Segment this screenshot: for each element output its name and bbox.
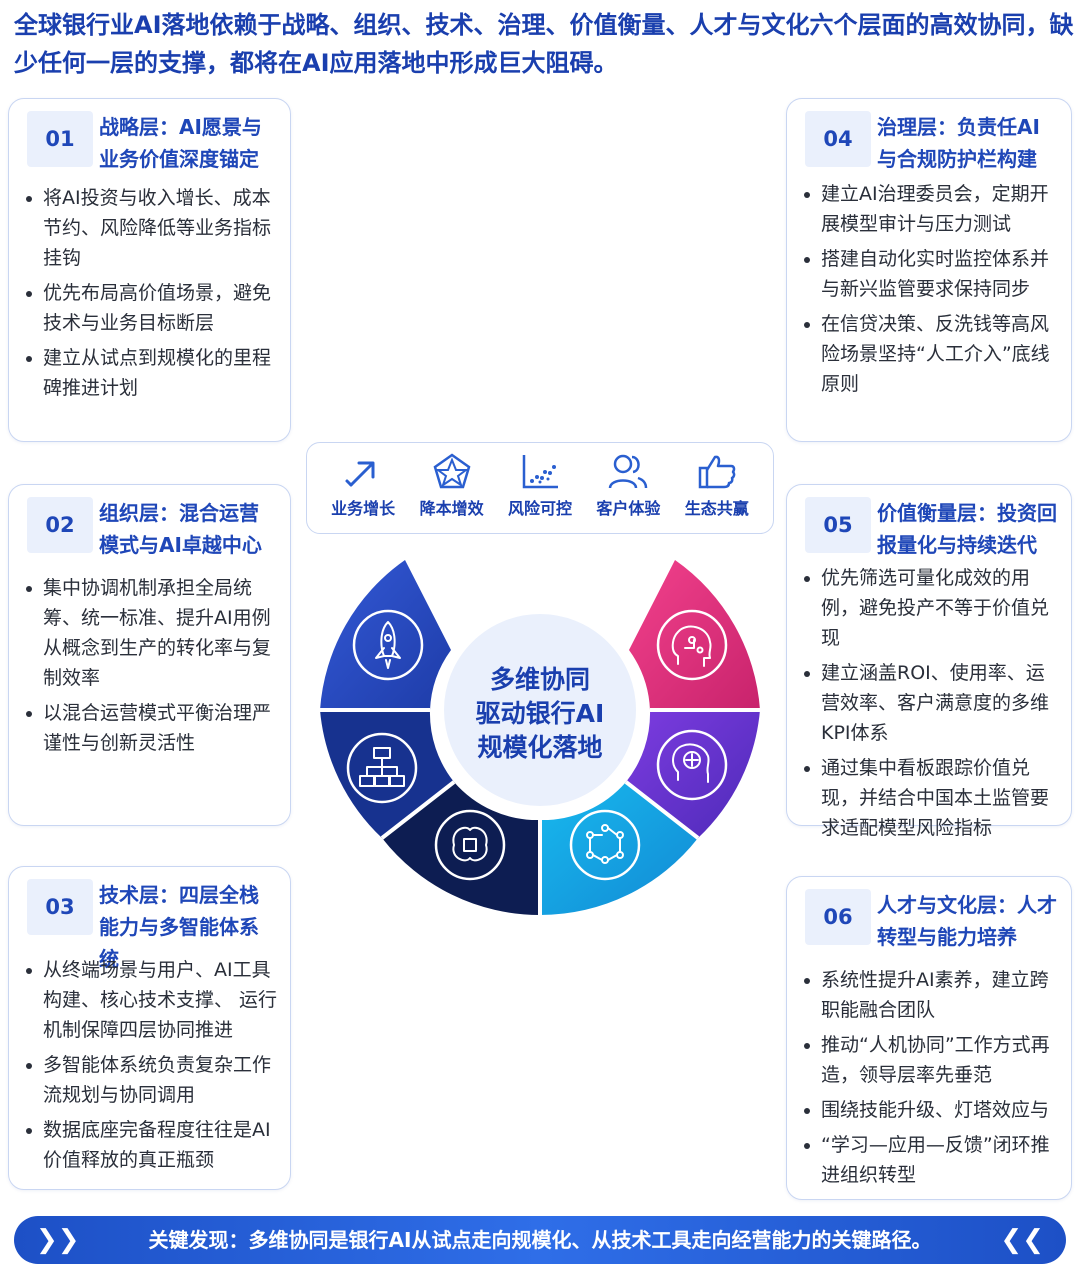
bullet-item: 优先布局高价值场景，避免技术与业务目标断层 bbox=[23, 278, 280, 338]
card-title: 战略层：AI愿景与业务价值深度锚定 bbox=[99, 115, 262, 171]
card-bullets: 建立AI治理委员会，定期开展模型审计与压力测试 搭建自动化实时监控体系并与新兴监… bbox=[801, 179, 1061, 404]
card-number: 03 bbox=[27, 879, 93, 935]
double-chevron-right-icon: ❯❯ bbox=[36, 1225, 80, 1255]
center-title-line-3: 规模化落地 bbox=[477, 733, 602, 762]
growth-arrow-icon bbox=[345, 461, 375, 487]
headline: 全球银行业AI落地依赖于战略、组织、技术、治理、价值衡量、人才与文化六个层面的高… bbox=[14, 11, 1074, 77]
bullet-item: “学习—应用—反馈”闭环推进组织转型 bbox=[801, 1130, 1061, 1190]
bullet-item: 系统性提升AI素养，建立跨职能融合团队 bbox=[801, 965, 1061, 1025]
card-bullets: 集中协调机制承担全局统筹、统一标准、提升AI用例从概念到生产的转化率与复制效率 … bbox=[23, 573, 280, 763]
bullet-item: 推动“人机协同”工作方式再造，领导层率先垂范 bbox=[801, 1030, 1061, 1090]
value-label: 降本增效 bbox=[419, 499, 484, 518]
value-item: 生态共赢 bbox=[674, 451, 760, 519]
card-number: 01 bbox=[27, 111, 93, 167]
bullet-item: 将AI投资与收入增长、成本节约、风险降低等业务指标挂钩 bbox=[23, 183, 280, 273]
card-bullets: 系统性提升AI素养，建立跨职能融合团队 推动“人机协同”工作方式再造，领导层率先… bbox=[801, 965, 1061, 1195]
card-title: 人才与文化层：人才转型与能力培养 bbox=[877, 893, 1057, 949]
card-talent-culture: 06 人才与文化层：人才转型与能力培养 系统性提升AI素养，建立跨职能融合团队 … bbox=[786, 876, 1072, 1200]
value-item: 业务增长 bbox=[320, 451, 406, 519]
synergy-wheel: 多维协同 驱动银行AI 规模化落地 bbox=[320, 560, 760, 916]
card-number: 04 bbox=[805, 111, 871, 167]
bullet-item: 在信贷决策、反洗钱等高风险场景坚持“人工介入”底线原则 bbox=[801, 309, 1061, 399]
bullet-item: 从终端场景与用户、AI工具构建、核心技术支撑、 运行机制保障四层协同推进 bbox=[23, 955, 280, 1045]
wheel-segment-technology bbox=[382, 782, 540, 916]
value-label: 风险可控 bbox=[507, 499, 572, 518]
customers-icon bbox=[609, 454, 648, 489]
scatter-chart-icon bbox=[522, 455, 558, 489]
value-item: 降本增效 bbox=[409, 451, 495, 519]
value-label: 业务增长 bbox=[331, 499, 396, 518]
bullet-item: 通过集中看板跟踪价值兑现，并结合中国本土监管要求适配模型风险指标 bbox=[801, 753, 1061, 843]
brain-chip-icon bbox=[434, 809, 506, 881]
bullet-item: 建立AI治理委员会，定期开展模型审计与压力测试 bbox=[801, 179, 1061, 239]
bullet-item: 围绕技能升级、灯塔效应与 bbox=[801, 1095, 1061, 1125]
double-chevron-left-icon: ❮❮ bbox=[1000, 1225, 1044, 1255]
value-outcomes-bar: 业务增长 降本增效 风险可控 客户体验 生态共赢 bbox=[306, 442, 774, 534]
wheel-segment-governance bbox=[629, 560, 760, 710]
value-label: 生态共赢 bbox=[684, 499, 749, 518]
card-bullets: 将AI投资与收入增长、成本节约、风险降低等业务指标挂钩 优先布局高价值场景，避免… bbox=[23, 183, 280, 408]
network-icon bbox=[569, 809, 641, 881]
card-title: 技术层：四层全栈能力与多智能体系统 bbox=[99, 883, 259, 971]
card-number: 06 bbox=[805, 889, 871, 945]
card-bullets: 从终端场景与用户、AI工具构建、核心技术支撑、 运行机制保障四层协同推进 多智能… bbox=[23, 955, 280, 1180]
bullet-item: 以混合运营模式平衡治理严谨性与创新灵活性 bbox=[23, 698, 280, 758]
ai-head-icon bbox=[656, 609, 728, 681]
center-hub bbox=[436, 606, 644, 814]
card-organization: 02 组织层：混合运营模式与AI卓越中心 集中协调机制承担全局统筹、统一标准、提… bbox=[8, 484, 291, 826]
ai-brain-icon bbox=[656, 729, 728, 801]
bullet-item: 搭建自动化实时监控体系并与新兴监管要求保持同步 bbox=[801, 244, 1061, 304]
center-title-line-1: 多维协同 bbox=[490, 665, 590, 694]
key-finding-banner: ❯❯ 关键发现：多维协同是银行AI从试点走向规模化、从技术工具走向经营能力的关键… bbox=[14, 1216, 1066, 1264]
thumbs-up-icon bbox=[698, 455, 736, 489]
card-title: 组织层：混合运营模式与AI卓越中心 bbox=[99, 501, 262, 557]
bullet-item: 优先筛选可量化成效的用例，避免投产不等于价值兑现 bbox=[801, 563, 1061, 653]
value-item: 客户体验 bbox=[585, 451, 671, 519]
bullet-item: 多智能体系统负责复杂工作流规划与协同调用 bbox=[23, 1050, 280, 1110]
bullet-item: 数据底座完备程度往往是AI价值释放的真正瓶颈 bbox=[23, 1115, 280, 1175]
card-number: 05 bbox=[805, 497, 871, 553]
org-chart-icon bbox=[346, 732, 418, 804]
rocket-icon bbox=[352, 609, 424, 681]
pentagon-star-icon bbox=[433, 453, 471, 489]
card-title: 价值衡量层：投资回报量化与持续迭代 bbox=[877, 501, 1057, 557]
bullet-item: 建立涵盖ROI、使用率、运营效率、客户满意度的多维KPI体系 bbox=[801, 658, 1061, 748]
center-title-line-2: 驱动银行AI bbox=[476, 699, 605, 728]
card-governance: 04 治理层：负责任AI与合规防护栏构建 建立AI治理委员会，定期开展模型审计与… bbox=[786, 98, 1072, 442]
card-value-measurement: 05 价值衡量层：投资回报量化与持续迭代 优先筛选可量化成效的用例，避免投产不等… bbox=[786, 484, 1072, 839]
bullet-item: 建立从试点到规模化的里程碑推进计划 bbox=[23, 343, 280, 403]
card-title: 治理层：负责任AI与合规防护栏构建 bbox=[877, 115, 1040, 171]
card-number: 02 bbox=[27, 497, 93, 553]
card-strategy: 01 战略层：AI愿景与业务价值深度锚定 将AI投资与收入增长、成本节约、风险降… bbox=[8, 98, 291, 442]
card-technology: 03 技术层：四层全栈能力与多智能体系统 从终端场景与用户、AI工具构建、核心技… bbox=[8, 866, 291, 1190]
bullet-item: 集中协调机制承担全局统筹、统一标准、提升AI用例从概念到生产的转化率与复制效率 bbox=[23, 573, 280, 693]
card-bullets: 优先筛选可量化成效的用例，避免投产不等于价值兑现 建立涵盖ROI、使用率、运营效… bbox=[801, 563, 1061, 848]
value-label: 客户体验 bbox=[596, 499, 661, 518]
key-finding-text: 关键发现：多维协同是银行AI从试点走向规模化、从技术工具走向经营能力的关键路径。 bbox=[148, 1228, 932, 1252]
value-item: 风险可控 bbox=[497, 451, 583, 519]
